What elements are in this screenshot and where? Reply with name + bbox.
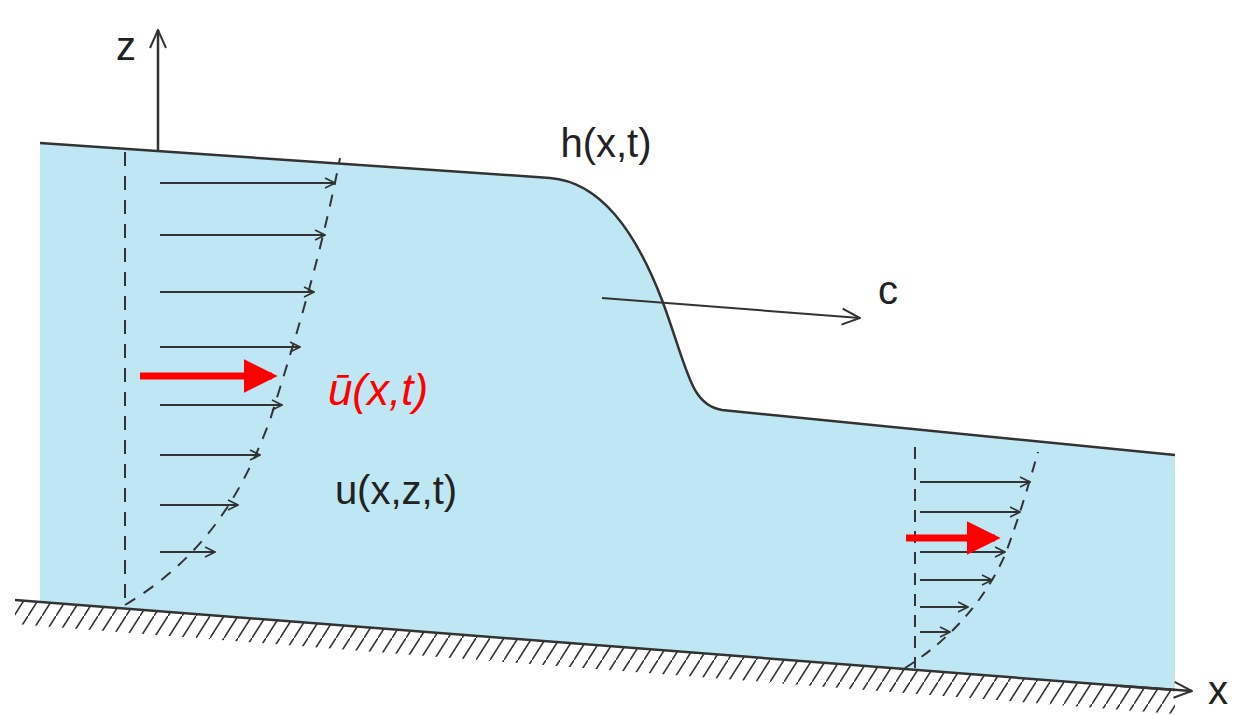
x-axis: [1120, 686, 1192, 691]
wave-speed-arrow: [602, 298, 860, 318]
water-body: [40, 143, 1175, 690]
speed-label: c: [878, 270, 898, 310]
z-axis: [157, 30, 160, 150]
velocity-label: u(x,z,t): [335, 470, 457, 510]
axis-label: z: [116, 26, 136, 66]
axis-label: x: [1208, 670, 1228, 710]
mean-velocity-label: ū(x,t): [328, 368, 428, 412]
ground-line: [15, 600, 1175, 690]
profile-base: [914, 447, 916, 668]
surface-label: h(x,t): [560, 123, 651, 163]
profile-base: [124, 152, 126, 605]
profile-curve: [125, 158, 340, 605]
velocity-arrows: [920, 482, 1030, 632]
profile-curve: [905, 452, 1038, 668]
mean-velocity-arrow: [140, 373, 272, 380]
mean-velocity-arrow: [906, 535, 995, 542]
ground-hatch: [15, 600, 1175, 714]
velocity-arrows: [160, 183, 335, 552]
free-surface: [40, 143, 1175, 455]
